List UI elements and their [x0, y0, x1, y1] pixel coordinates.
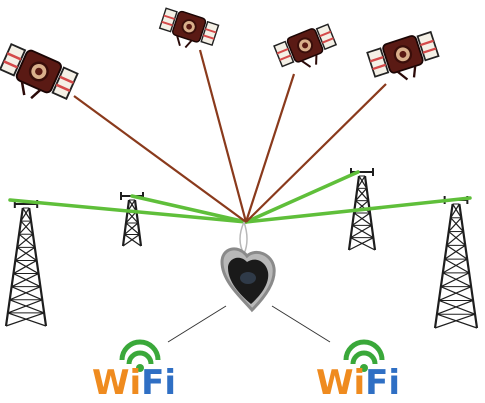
satellite-signal-line: [245, 83, 387, 223]
wifi-link-right: [271, 305, 331, 343]
wifi-label: WiFi: [92, 363, 176, 403]
camera-lens: [240, 272, 256, 284]
cell-signal-line: [244, 170, 360, 224]
tracker-pendant: [220, 221, 276, 313]
satellite-signal-line: [244, 73, 296, 223]
cell-signal-line: [244, 196, 472, 224]
cell-tower-icon: [347, 168, 377, 251]
satellite-signal-line: [73, 95, 247, 223]
wifi-badge-left: WiFi: [92, 339, 176, 403]
cell-signal-line: [8, 198, 248, 224]
satellite-icon: [365, 28, 444, 90]
satellite-signal-line: [198, 49, 248, 223]
wifi-badge-right: WiFi: [316, 339, 400, 403]
satellite-icon: [155, 5, 221, 57]
wifi-icon: [119, 339, 161, 372]
wifi-label: WiFi: [316, 363, 400, 403]
satellite-icon: [272, 21, 342, 78]
wifi-link-left: [167, 305, 227, 343]
cell-tower-icon: [120, 192, 144, 247]
cell-signal-line: [130, 194, 248, 224]
satellite-icon: [0, 40, 80, 113]
cell-tower-icon: [4, 200, 48, 327]
cell-tower-icon: [433, 196, 479, 329]
wifi-icon: [343, 339, 385, 372]
